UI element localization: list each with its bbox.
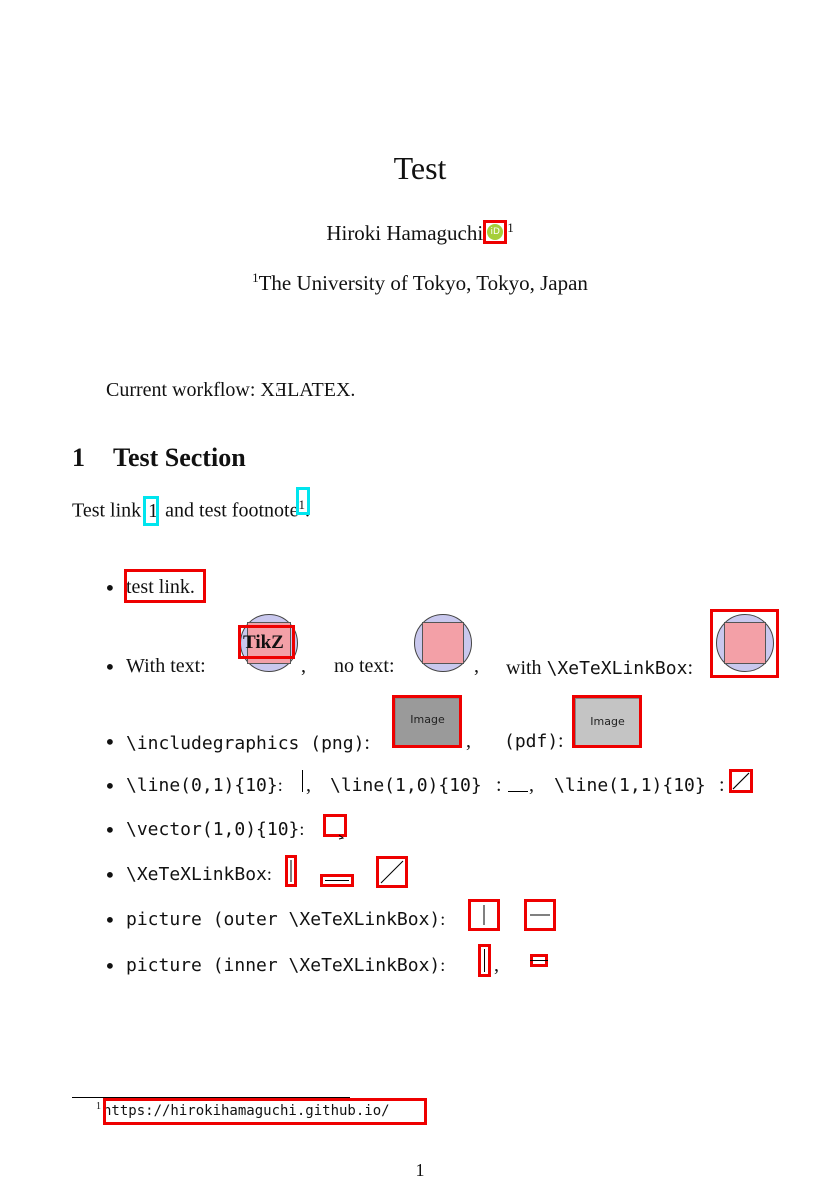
comma-sep: , [474, 655, 479, 677]
with-box-colon: : [687, 657, 694, 679]
pdf-colon: : [558, 730, 564, 752]
vector-colon: : [299, 819, 305, 839]
affiliation-line: 1The University of Tokyo, Tokyo, Japan [0, 270, 840, 296]
list-item-line: \line(0,1){10}: [126, 775, 283, 796]
linkbox-colon: : [266, 864, 272, 884]
author-affil-mark: 1 [507, 220, 514, 235]
line-a-colon: : [277, 775, 283, 795]
vertical-line-glyph [302, 770, 303, 792]
picture-outer-vertical[interactable] [468, 899, 500, 931]
footnote-url-border[interactable] [103, 1098, 427, 1125]
png-link-border[interactable] [392, 695, 462, 748]
footnote-rule [72, 1097, 350, 1098]
picture-inner-colon: : [440, 955, 446, 975]
linkbox-diagonal[interactable] [376, 856, 408, 888]
vector-code: \vector(1,0){10} [126, 819, 300, 840]
with-text-label: With text: [126, 655, 206, 677]
horizontal-line-glyph [508, 791, 528, 792]
test-link[interactable]: test link [126, 576, 190, 598]
pdf-image-label: Image [590, 715, 625, 728]
test-link-border[interactable] [124, 569, 206, 603]
xelatex-logo: XƎLATEX. [260, 379, 356, 401]
linkbox-horizontal[interactable] [320, 874, 354, 887]
line-c-code: \line(1,1){10} [554, 775, 706, 796]
picture-outer-colon: : [440, 909, 446, 929]
orcid-icon[interactable]: iD [487, 224, 504, 240]
tikz-link-border[interactable] [238, 625, 295, 659]
footnote-mark: 1 [96, 1101, 101, 1112]
footnote-url[interactable]: https://hirokihamaguchi.github.io/ [103, 1102, 390, 1119]
list-item-with-text: With text: [126, 655, 206, 678]
comma-sep: , [466, 730, 471, 752]
footnote-link-mark[interactable]: 1 [298, 497, 305, 512]
png-image: Image [395, 698, 460, 746]
intro-text-2: and test footnote [160, 499, 299, 522]
pdf-label: (pdf) [504, 731, 559, 752]
line-b-colon: : [496, 774, 502, 796]
test-link-period: . [189, 576, 195, 598]
picture-inner-horizontal[interactable] [530, 954, 548, 967]
includegraphics-colon: : [364, 732, 370, 754]
ref-link-number[interactable]: 1 [148, 499, 159, 522]
line-c-colon: : [719, 774, 725, 796]
orcid-link-border[interactable] [483, 220, 508, 244]
picture-inner-vertical[interactable] [478, 944, 491, 977]
diagonal-line-link[interactable] [729, 769, 753, 793]
with-box-label: with \XeTeXLinkBox: [506, 655, 693, 680]
list-item-test-link: test link. [126, 576, 195, 599]
workflow-prefix: Current workflow: [106, 379, 261, 401]
with-box-word: with [506, 657, 547, 679]
affil-mark: 1 [252, 270, 259, 285]
comma-sep: , [306, 774, 311, 796]
page-number: 1 [415, 1160, 425, 1180]
no-text-label: no text: [334, 655, 395, 677]
picture-inner-code: picture (inner \XeTeXLinkBox) [126, 955, 441, 976]
picture-outer-code: picture (outer \XeTeXLinkBox) [126, 909, 441, 930]
linkbox-square [724, 622, 766, 664]
line-b-code: \line(1,0){10} [330, 775, 482, 796]
comma-sep: , [494, 954, 499, 976]
line-a-code: \line(0,1){10} [126, 775, 278, 796]
with-box-code: \XeTeXLinkBox [546, 658, 688, 679]
tikz-text: TikZ [243, 632, 284, 653]
section-heading: 1 Test Section [72, 443, 246, 473]
list-item-picture-inner: picture (inner \XeTeXLinkBox): [126, 955, 445, 976]
list-item-includegraphics: \includegraphics (png): [126, 730, 370, 755]
orcid-link[interactable]: iD [483, 220, 508, 244]
vector-link[interactable] [323, 814, 349, 840]
png-image-label: Image [410, 713, 445, 726]
list-item-linkbox: \XeTeXLinkBox: [126, 864, 272, 885]
footnote-link-border[interactable] [296, 487, 311, 515]
test-link-text[interactable]: test link [126, 576, 190, 598]
comma-sep: , [301, 655, 306, 677]
includegraphics-code: \includegraphics (png) [126, 733, 365, 754]
linkbox-code: \XeTeXLinkBox [126, 864, 267, 885]
section-title: Test Section [113, 443, 246, 472]
footnote-link[interactable]: 1 [296, 487, 311, 523]
intro-text-1: Test link [72, 499, 147, 522]
workflow-line: Current workflow: XƎLATEX. [106, 379, 355, 402]
ref-link-border[interactable] [143, 495, 160, 526]
list-item-vector: \vector(1,0){10}: [126, 819, 304, 840]
no-text-square [422, 622, 464, 664]
ref-link[interactable]: 1 [143, 495, 160, 526]
picture-outer-horizontal[interactable] [524, 899, 556, 931]
affiliation-text: The University of Tokyo, Tokyo, Japan [258, 271, 588, 295]
author-name: Hiroki Hamaguchi [326, 221, 484, 245]
linkbox-border[interactable] [710, 609, 779, 678]
comma-sep: , [529, 774, 534, 796]
paper-title: Test [393, 150, 447, 186]
list-item-picture-outer: picture (outer \XeTeXLinkBox): [126, 909, 445, 930]
linkbox-vertical[interactable] [285, 855, 297, 887]
pdf-link-border[interactable] [572, 695, 642, 748]
section-number: 1 [72, 443, 85, 472]
